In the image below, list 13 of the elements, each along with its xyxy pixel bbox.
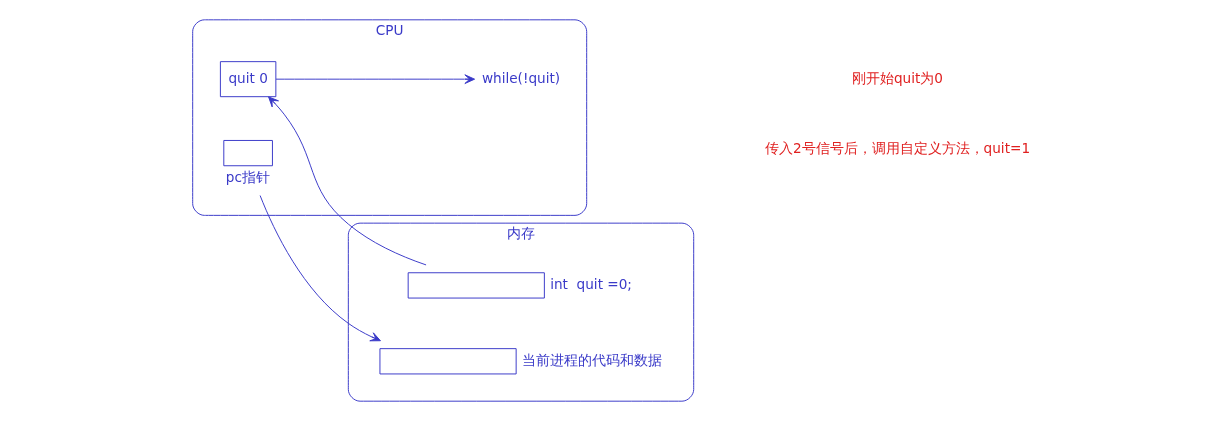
- arrow: [275, 74, 475, 85]
- node-label: 当前进程的代码和数据: [521, 351, 662, 368]
- arrow: [267, 96, 427, 266]
- node-box: [378, 348, 517, 375]
- node-box: [407, 272, 545, 299]
- node-label: int quit =0;: [549, 276, 632, 293]
- label: 传入2号信号后，调用自定义方法，quit=1: [764, 139, 1030, 156]
- node-box: quit 0: [219, 61, 276, 98]
- node-text: while(!quit): [481, 69, 560, 86]
- node-label: pc指针: [225, 169, 270, 186]
- arrow: [259, 195, 381, 342]
- label: 刚开始quit为0: [851, 69, 943, 86]
- node-box: [222, 139, 273, 167]
